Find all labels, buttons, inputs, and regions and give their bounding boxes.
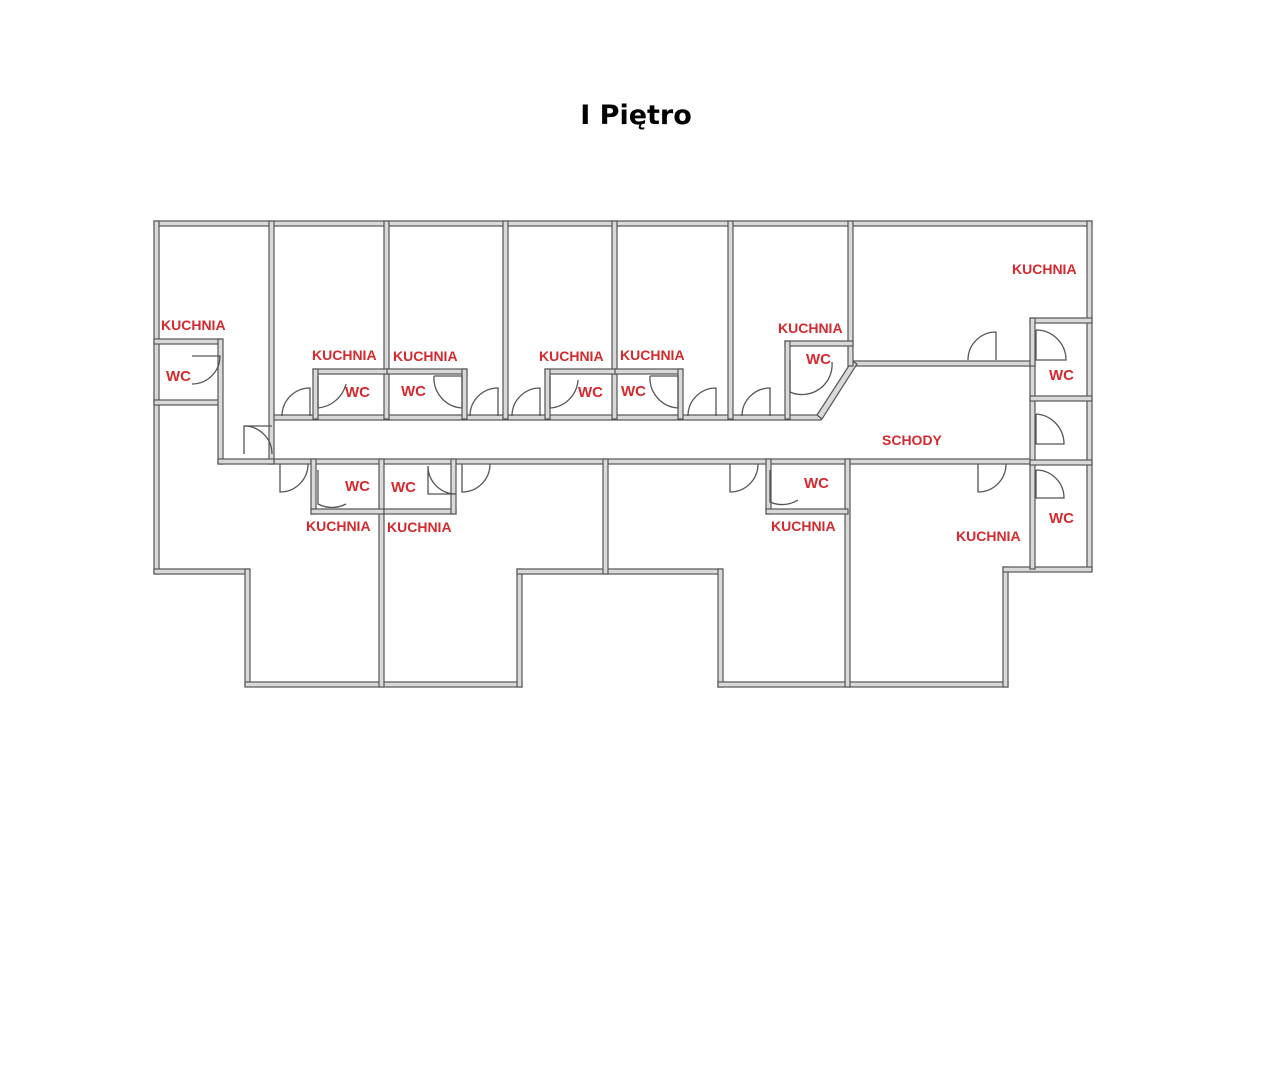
- kitchen-label: KUCHNIA: [539, 348, 604, 364]
- wc-label: WC: [345, 478, 370, 495]
- kitchen-label: KUCHNIA: [620, 347, 685, 363]
- wc-label: WC: [166, 368, 191, 385]
- door-swings: [191, 329, 1067, 509]
- kitchen-label: KUCHNIA: [161, 317, 226, 333]
- page-title: I Piętro: [580, 100, 692, 131]
- wc-label: WC: [806, 351, 831, 368]
- kitchen-label: KUCHNIA: [387, 519, 452, 535]
- kitchen-label: KUCHNIA: [393, 348, 458, 364]
- wc-label: WC: [621, 383, 646, 400]
- wc-label: WC: [578, 384, 603, 401]
- kitchen-label: KUCHNIA: [778, 320, 843, 336]
- wc-label: WC: [401, 383, 426, 400]
- room-labels: KUCHNIA KUCHNIA KUCHNIA KUCHNIA KUCHNIA …: [161, 261, 1077, 544]
- wc-label: WC: [391, 479, 416, 496]
- wc-label: WC: [804, 475, 829, 492]
- wc-label: WC: [1049, 367, 1074, 384]
- kitchen-label: KUCHNIA: [306, 518, 371, 534]
- kitchen-label: KUCHNIA: [956, 528, 1021, 544]
- wc-label: WC: [1049, 510, 1074, 527]
- walls: [153, 220, 1093, 688]
- wc-label: WC: [345, 384, 370, 401]
- kitchen-label: KUCHNIA: [771, 518, 836, 534]
- stairs-label: SCHODY: [882, 432, 943, 448]
- kitchen-label: KUCHNIA: [312, 347, 377, 363]
- kitchen-label: KUCHNIA: [1012, 261, 1077, 277]
